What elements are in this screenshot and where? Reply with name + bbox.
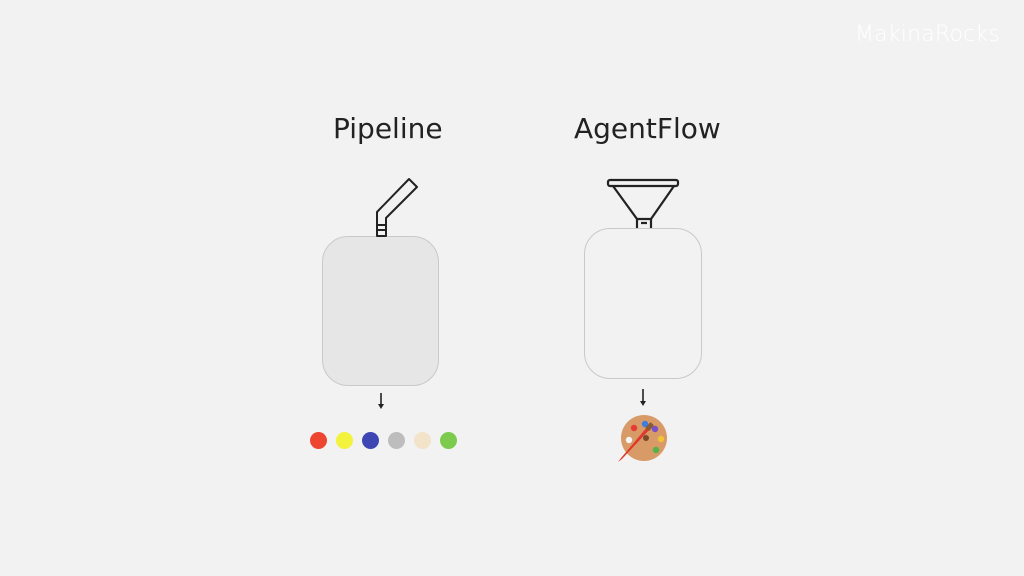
color-dot-green	[440, 432, 457, 449]
color-dot-beige	[414, 432, 431, 449]
agentflow-container	[584, 228, 702, 379]
pipeline-output-colors	[310, 432, 457, 449]
agentflow-output-arrow	[640, 389, 646, 406]
pipeline-output-arrow	[378, 393, 384, 409]
color-dot-blue	[362, 432, 379, 449]
straw-icon	[376, 178, 418, 237]
palette-icon	[618, 415, 667, 462]
brand-logo: MakinaRocks	[855, 22, 1000, 47]
pipeline-container	[322, 236, 439, 386]
agentflow-title: AgentFlow	[574, 112, 721, 145]
color-dot-gray	[388, 432, 405, 449]
funnel-icon	[606, 178, 680, 228]
color-dot-yellow	[336, 432, 353, 449]
pipeline-title: Pipeline	[333, 112, 443, 145]
color-dot-red	[310, 432, 327, 449]
